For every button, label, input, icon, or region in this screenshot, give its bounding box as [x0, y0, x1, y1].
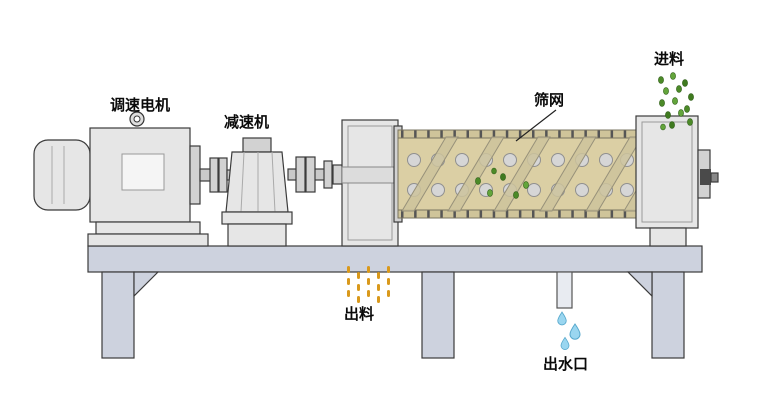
motor-foot: [87, 233, 209, 247]
water-outlet-label: 出水口: [543, 355, 588, 373]
shaft-end-cap: [710, 172, 719, 183]
coupling-disc: [305, 156, 316, 193]
gearbox: [221, 137, 293, 247]
drum-bottom-rim: [397, 209, 637, 219]
gearbox-base: [221, 211, 293, 225]
feed-label: 进料: [654, 50, 684, 68]
discharge-housing: [635, 115, 719, 247]
motor-drive-end: [189, 145, 201, 205]
discharge-support: [649, 227, 687, 247]
frame-gusset-right: [626, 271, 653, 298]
shaft-end: [700, 169, 711, 185]
screen-drum: [393, 125, 637, 223]
frame-top-beam: [87, 245, 703, 273]
shaft-flange: [332, 164, 343, 185]
discharge-material-dots: [347, 266, 390, 303]
screen-leader-line: [515, 109, 557, 142]
motor-base: [95, 221, 201, 235]
frame-leg-right: [651, 271, 685, 359]
discharge-housing-body: [635, 115, 699, 229]
motor-label: 调速电机: [110, 96, 170, 114]
gearbox-pedestal: [227, 223, 287, 247]
discharge-label: 出料: [344, 305, 374, 323]
coupling-disc: [218, 157, 228, 193]
motor-nameplate: [121, 153, 165, 191]
water-drops: [557, 311, 581, 350]
drum-top-rim: [397, 129, 637, 139]
output-coupling: [287, 156, 343, 193]
inlet-shaft-band: [341, 166, 399, 184]
pressed-material-dots: [475, 167, 529, 199]
coupling-disc: [295, 156, 306, 193]
screen-label: 筛网: [534, 91, 564, 109]
gearbox-top-cap: [242, 137, 272, 153]
frame-leg-left: [101, 271, 135, 359]
motor-fan-cowl: [33, 139, 91, 211]
frame-stand: [87, 245, 703, 359]
shaft-flange: [323, 160, 333, 189]
water-outlet-pipe: [556, 271, 573, 309]
frame-leg-middle: [421, 271, 455, 359]
inlet-bearing-housing: [341, 119, 399, 247]
coupling-disc: [209, 157, 219, 193]
motor: [33, 111, 209, 247]
gearbox-body: [225, 151, 289, 213]
frame-gusset-left: [133, 271, 160, 298]
screw-spiral: [401, 136, 636, 212]
reducer-label: 减速机: [224, 113, 269, 131]
feed-material-dots: [658, 72, 694, 131]
